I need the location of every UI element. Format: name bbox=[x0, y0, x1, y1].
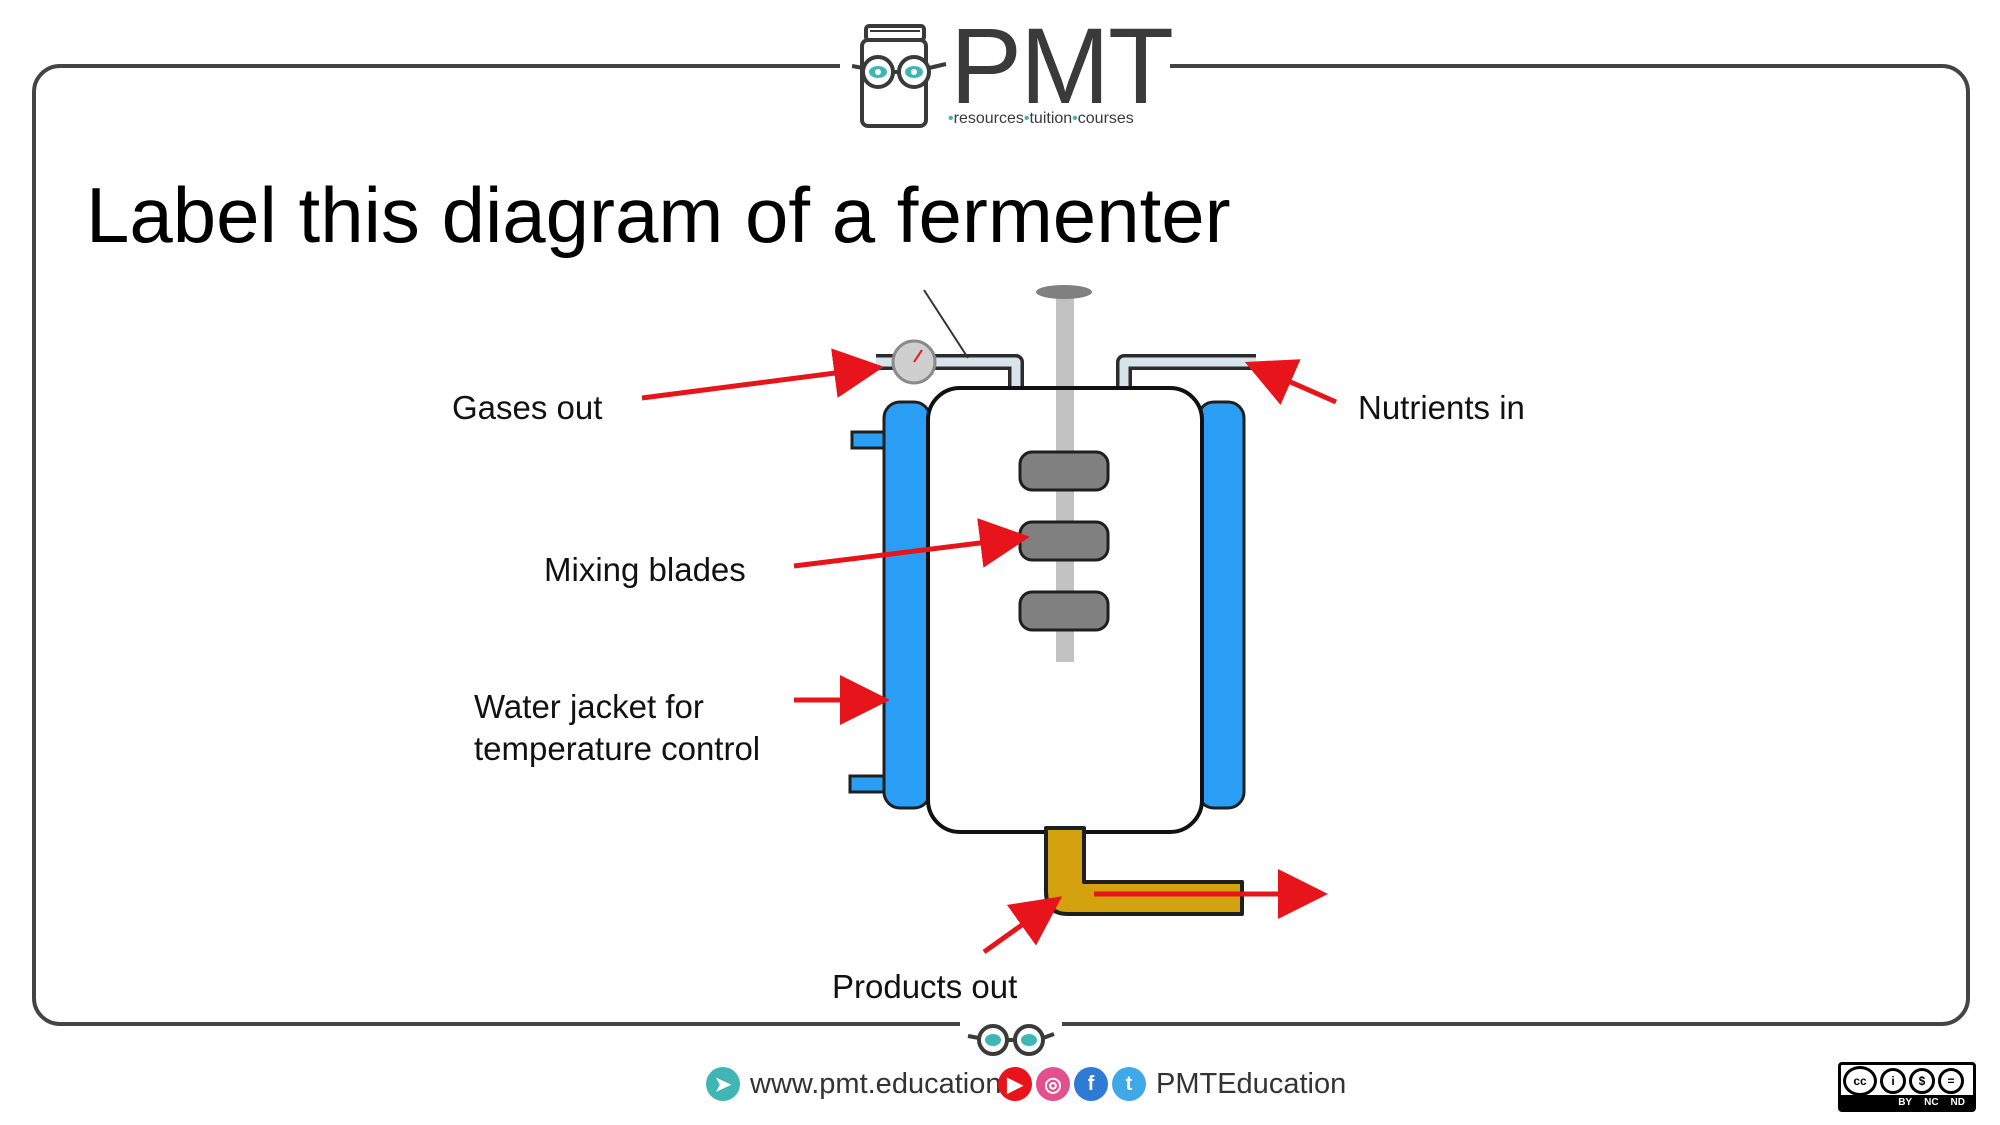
pressure-gauge-icon bbox=[891, 339, 937, 385]
arrow-nutrients-in bbox=[1244, 359, 1338, 405]
footer-glasses-icon bbox=[960, 1020, 1062, 1058]
arrow-gases-out bbox=[641, 348, 884, 401]
logo-tagline: •resources•tuition•courses bbox=[948, 110, 1134, 127]
facebook-icon[interactable]: f bbox=[1074, 1067, 1108, 1101]
cc-icon: cc bbox=[1843, 1066, 1877, 1096]
label-nutrients-in: Nutrients in bbox=[1358, 389, 1525, 426]
label-gases-out: Gases out bbox=[452, 389, 603, 426]
noncommercial-icon: $ bbox=[1909, 1068, 1935, 1094]
social-handle[interactable]: PMTEducation bbox=[1156, 1067, 1347, 1100]
arrow-mixing-blades bbox=[793, 518, 1030, 569]
cc-license-badge[interactable]: cc i $ = BY NC ND bbox=[1838, 1062, 1976, 1112]
attribution-icon: i bbox=[1880, 1068, 1906, 1094]
youtube-icon[interactable]: ▶ bbox=[998, 1067, 1032, 1101]
label-water-jacket-line1: Water jacket for bbox=[474, 688, 704, 725]
website-link[interactable]: www.pmt.education bbox=[750, 1067, 1002, 1100]
logo-wordmark: PMT bbox=[950, 5, 1174, 126]
footer-website[interactable]: ➤ www.pmt.education bbox=[706, 1064, 1001, 1104]
page-title: Label this diagram of a fermenter bbox=[86, 171, 1231, 259]
product-outlet-pipe bbox=[1044, 826, 1244, 916]
label-mixing-blades: Mixing blades bbox=[544, 551, 746, 588]
noderivatives-icon: = bbox=[1938, 1068, 1964, 1094]
instagram-icon[interactable]: ◎ bbox=[1036, 1067, 1070, 1101]
label-water-jacket-line2: temperature control bbox=[474, 730, 761, 767]
twitter-icon[interactable]: t bbox=[1112, 1067, 1146, 1101]
cc-terms: BY NC ND bbox=[1841, 1095, 1973, 1109]
footer-social: ▶ ◎ f t PMTEducation bbox=[998, 1064, 1346, 1104]
water-jacket-left bbox=[848, 400, 932, 810]
water-jacket-right bbox=[1196, 400, 1246, 810]
nutrient-inlet-pipe bbox=[1116, 354, 1256, 388]
label-products-out: Products out bbox=[832, 968, 1018, 1005]
mixing-blades bbox=[1018, 450, 1110, 632]
arrow-products-out bbox=[982, 896, 1063, 955]
pmt-logo-glasses-icon bbox=[852, 24, 947, 128]
cursor-icon: ➤ bbox=[706, 1067, 740, 1101]
gauge-pointer-line bbox=[923, 289, 969, 359]
